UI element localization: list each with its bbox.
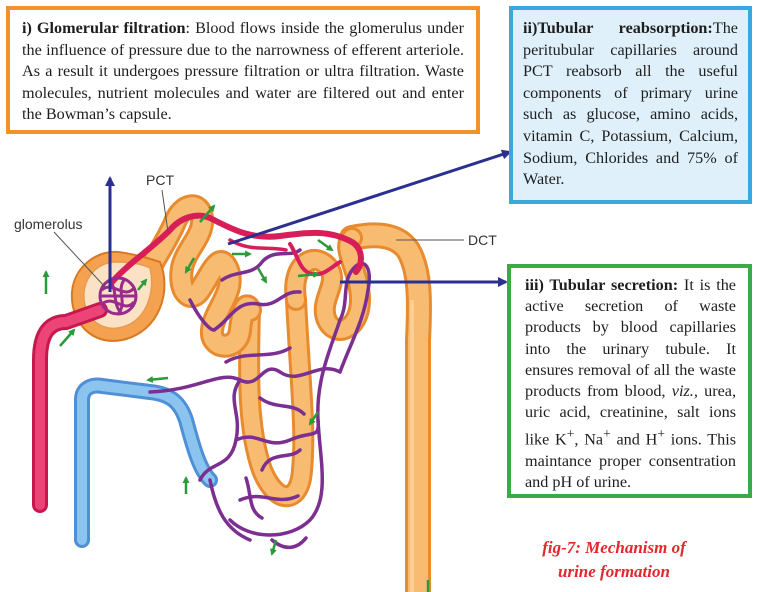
peritubular-capillaries <box>148 248 371 550</box>
reabsorption-title: ii)Tubular reabsorption: <box>523 19 713 37</box>
glomerolus-label: glomerolus <box>14 216 83 232</box>
label-leaders <box>53 189 464 289</box>
secretion-viz: viz., <box>671 382 698 401</box>
tubular-secretion-box: iii) Tubular secretion: It is the active… <box>507 264 752 498</box>
na-ion-charge: + <box>603 426 611 442</box>
caption-line-2: urine formation <box>558 562 670 581</box>
secretion-text-1: It is the active secretion of waste prod… <box>525 276 736 401</box>
pct-label: PCT <box>146 172 174 188</box>
tubular-reabsorption-box: ii)Tubular reabsorption:The peritubular … <box>509 6 752 204</box>
dct-label: DCT <box>468 232 497 248</box>
secretion-text-2: urea, uric acid, creatinine, salt ions l… <box>525 382 736 449</box>
renal-vein <box>74 377 218 548</box>
filtration-text: : Blood flows inside the glomerulus unde… <box>22 19 464 123</box>
secretion-text-3: , Na <box>574 430 604 449</box>
glomerular-filtration-box: i) Glomerular filtration: Blood flows in… <box>6 6 480 134</box>
k-ion-charge: + <box>566 426 575 442</box>
collecting-duct <box>339 222 432 592</box>
proximal-convoluted-tubule <box>138 194 262 358</box>
arrow-to-reabsorption-box <box>227 149 512 246</box>
caption-line-1: fig-7: Mechanism of <box>542 538 686 557</box>
distal-convoluted-tubule <box>284 227 372 341</box>
loop-of-henle <box>238 289 315 508</box>
secretion-text-4: and H <box>610 430 658 449</box>
flow-arrows <box>42 204 430 592</box>
filtration-title: i) Glomerular filtration <box>22 19 186 37</box>
reabsorption-text: The peritubular capillaries around PCT r… <box>523 19 738 189</box>
secretion-title: iii) Tubular secretion: <box>525 276 679 294</box>
glomerulus <box>98 276 138 316</box>
secretion-text-5: ions. This maintance proper consentratio… <box>525 430 737 492</box>
figure-caption: fig-7: Mechanism of urine formation <box>514 536 714 584</box>
pointer-arrows <box>105 149 512 292</box>
h-ion-charge: + <box>657 426 665 442</box>
